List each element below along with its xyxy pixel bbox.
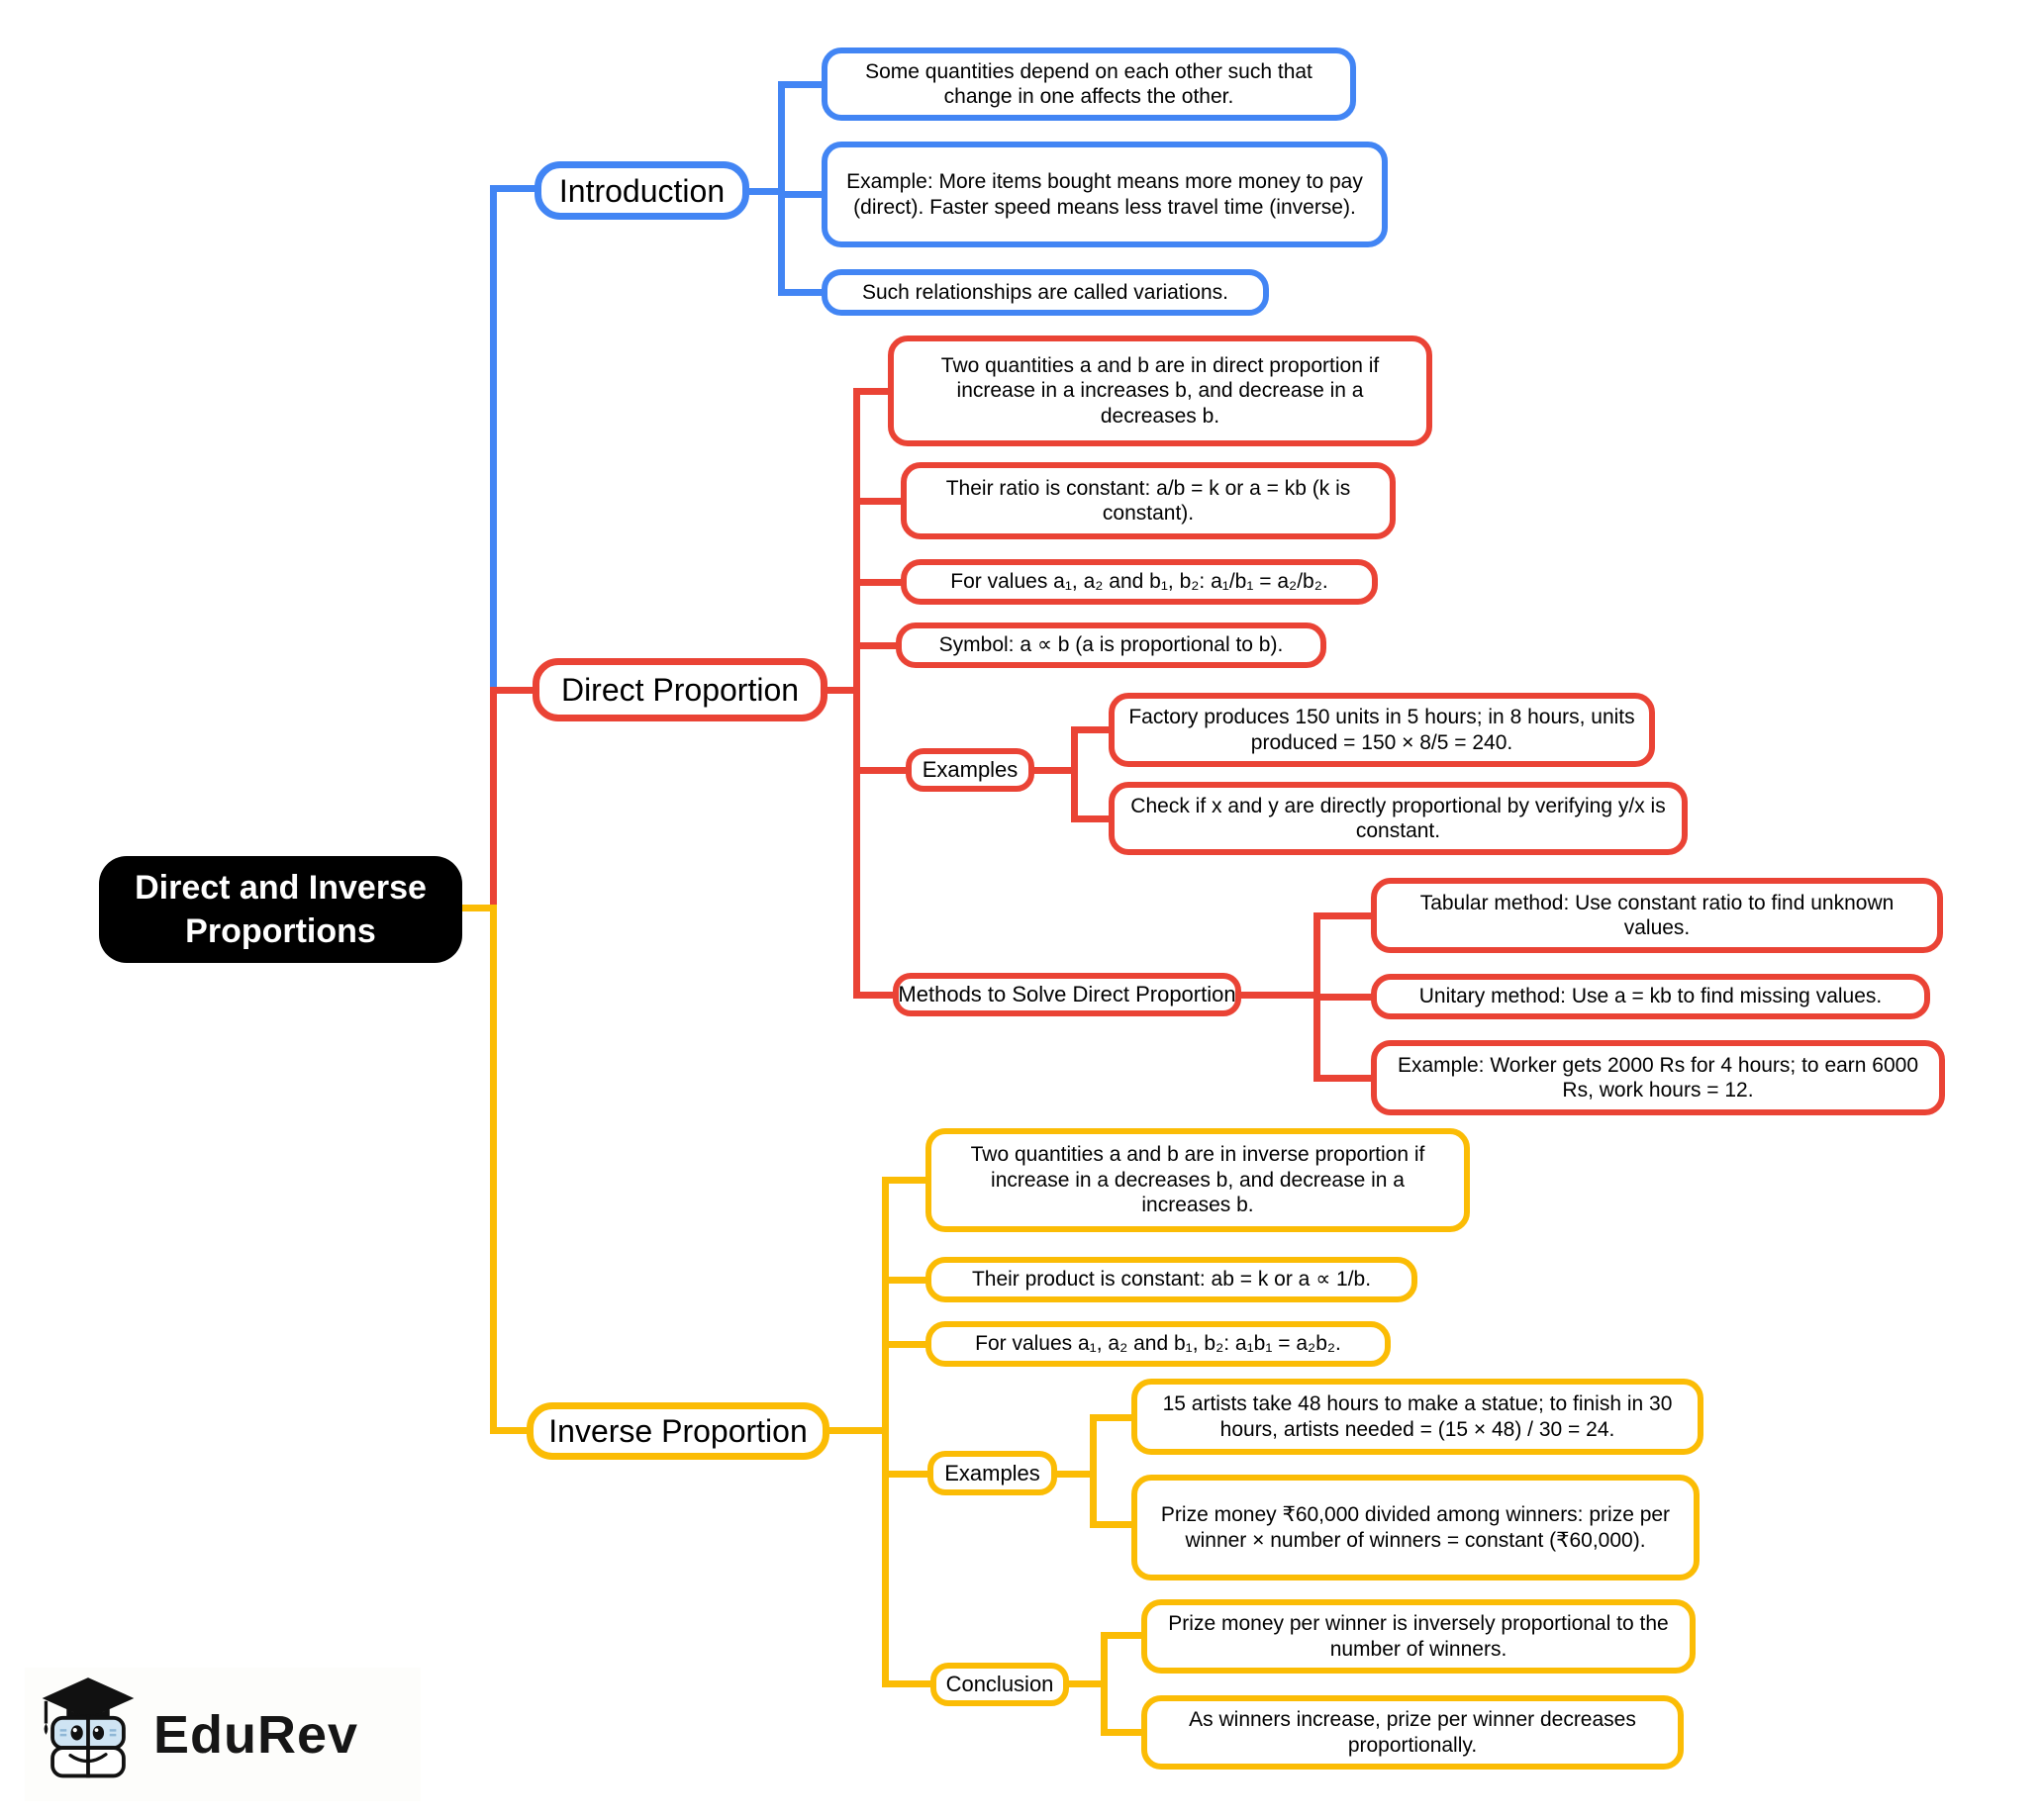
- conclusion-point-2: As winners increase, prize per winner de…: [1141, 1695, 1684, 1770]
- connector-dex-out: [1034, 767, 1078, 774]
- connector-iex-out: [1057, 1471, 1097, 1478]
- connector-concl-trunk: [1101, 1632, 1108, 1736]
- connector-dex-c1: [1071, 726, 1110, 733]
- connector-intro-stub: [490, 185, 537, 192]
- inverse-point-3: For values a₁, a₂ and b₁, b₂: a₁b₁ = a₂b…: [925, 1321, 1391, 1367]
- branch-inverse-proportion: Inverse Proportion: [527, 1402, 829, 1460]
- edurev-wordmark: EduRev: [153, 1704, 359, 1765]
- connector-intro-c2: [778, 191, 822, 198]
- direct-point-3: For values a₁, a₂ and b₁, b₂: a₁/b₁ = a₂…: [901, 559, 1378, 605]
- intro-point-2: Example: More items bought means more mo…: [822, 142, 1388, 247]
- connector-inverse-examples: [882, 1471, 928, 1478]
- connector-methods-c3: [1313, 1075, 1372, 1082]
- connector-methods-c1: [1313, 912, 1372, 919]
- connector-direct-c4: [853, 642, 897, 649]
- connector-direct-c3: [853, 579, 902, 586]
- direct-point-2: Their ratio is constant: a/b = k or a = …: [901, 462, 1396, 539]
- connector-inverse-out: [829, 1427, 889, 1434]
- edurev-logo: EduRev: [25, 1668, 421, 1801]
- connector-concl-out: [1069, 1680, 1108, 1687]
- branch-direct-proportion: Direct Proportion: [533, 658, 827, 721]
- connector-intro-c3: [778, 289, 822, 296]
- branch-introduction: Introduction: [535, 161, 749, 220]
- connector-direct-stub: [490, 687, 535, 694]
- connector-methods-out: [1241, 992, 1320, 999]
- direct-method-1: Tabular method: Use constant ratio to fi…: [1371, 878, 1943, 953]
- connector-intro-c1: [778, 81, 822, 88]
- edurev-mascot-icon: [37, 1674, 140, 1795]
- intro-point-3: Such relationships are called variations…: [822, 269, 1269, 316]
- connector-direct-methods: [853, 992, 894, 999]
- direct-method-3: Example: Worker gets 2000 Rs for 4 hours…: [1371, 1040, 1945, 1115]
- connector-concl-c2: [1101, 1729, 1142, 1736]
- conclusion-point-1: Prize money per winner is inversely prop…: [1141, 1599, 1696, 1674]
- connector-dex-c2: [1071, 815, 1110, 822]
- direct-methods-label: Methods to Solve Direct Proportion: [893, 973, 1241, 1016]
- direct-example-2: Check if x and y are directly proportion…: [1109, 782, 1688, 855]
- inverse-point-1: Two quantities a and b are in inverse pr…: [925, 1128, 1470, 1232]
- intro-point-1: Some quantities depend on each other suc…: [822, 48, 1356, 121]
- connector-concl-c1: [1101, 1632, 1142, 1639]
- connector-inverse-c2: [882, 1277, 926, 1284]
- connector-inverse-c1: [882, 1177, 926, 1184]
- connector-iex-c2: [1090, 1521, 1132, 1528]
- connector-dex-trunk: [1071, 726, 1078, 822]
- inverse-point-2: Their product is constant: ab = k or a ∝…: [925, 1257, 1417, 1302]
- connector-trunk-blue: [490, 185, 497, 690]
- connector-iex-trunk: [1090, 1414, 1097, 1528]
- direct-example-1: Factory produces 150 units in 5 hours; i…: [1109, 693, 1655, 767]
- connector-intro-out: [749, 188, 785, 195]
- connector-methods-c2: [1313, 994, 1372, 1001]
- connector-inverse-stub: [490, 1427, 530, 1434]
- connector-direct-examples: [853, 767, 907, 774]
- connector-iex-c1: [1090, 1414, 1132, 1421]
- inverse-example-1: 15 artists take 48 hours to make a statu…: [1131, 1379, 1703, 1455]
- connector-inverse-trunk: [882, 1177, 889, 1687]
- inverse-conclusion-label: Conclusion: [930, 1663, 1069, 1706]
- inverse-examples-label: Examples: [927, 1451, 1057, 1495]
- connector-direct-c2: [853, 498, 902, 505]
- connector-root-stub: [460, 905, 497, 911]
- inverse-example-2: Prize money ₹60,000 divided among winner…: [1131, 1475, 1700, 1581]
- connector-inverse-c3: [882, 1341, 926, 1348]
- connector-direct-c1: [853, 388, 889, 395]
- direct-method-2: Unitary method: Use a = kb to find missi…: [1371, 974, 1930, 1019]
- root-node: Direct and Inverse Proportions: [99, 856, 462, 963]
- direct-examples-label: Examples: [906, 748, 1034, 792]
- connector-intro-trunk: [778, 81, 785, 295]
- connector-trunk-red: [490, 687, 497, 911]
- direct-point-4: Symbol: a ∝ b (a is proportional to b).: [896, 623, 1326, 668]
- connector-direct-trunk: [853, 388, 860, 999]
- connector-trunk-yellow: [490, 905, 497, 1434]
- connector-inverse-conclusion: [882, 1680, 931, 1687]
- direct-point-1: Two quantities a and b are in direct pro…: [888, 335, 1432, 446]
- connector-direct-out: [827, 687, 860, 694]
